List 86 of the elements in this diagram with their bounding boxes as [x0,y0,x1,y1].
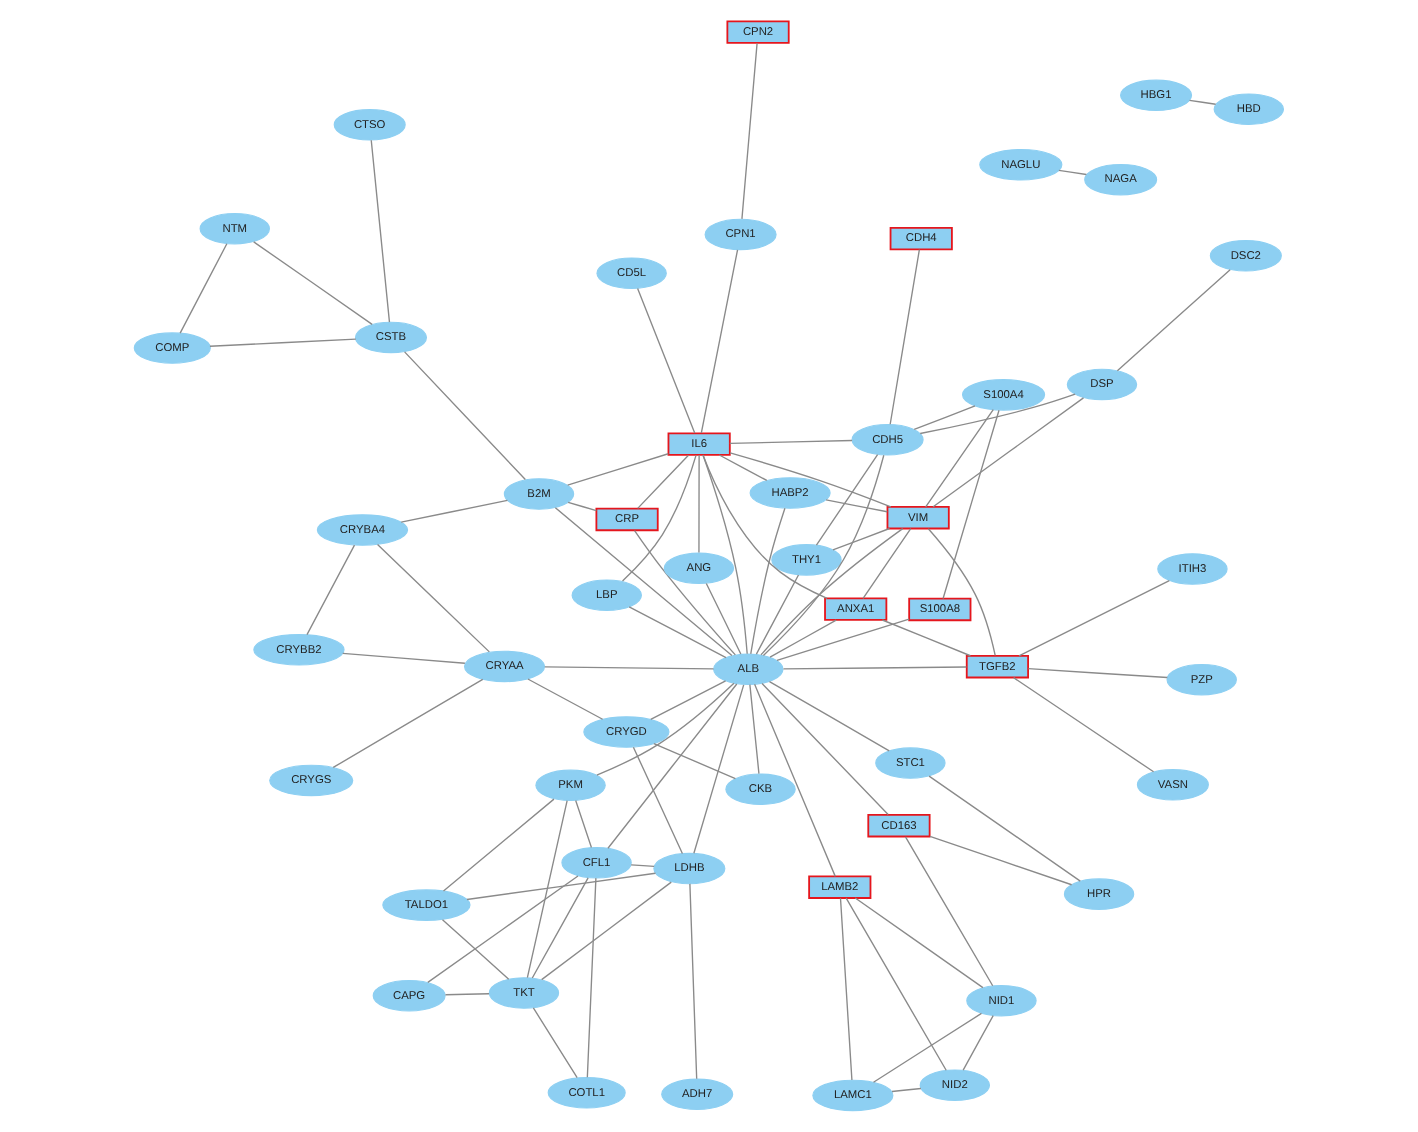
connector [586,877,597,1078]
connector [653,743,737,780]
connector [532,1007,578,1079]
connector [832,527,891,551]
connector [755,574,800,655]
connector [628,606,727,659]
connector [1018,579,1170,657]
connector [427,875,579,984]
connector [718,454,768,482]
connector [607,683,738,849]
connector [862,527,912,599]
connector [700,249,739,434]
connector [400,499,509,523]
connector [567,501,597,512]
connector [531,877,589,979]
connector [932,397,1085,508]
connector [444,993,490,996]
connector [845,897,947,1071]
connector [575,799,593,849]
connector [769,619,837,658]
connector [741,42,758,220]
connector [209,338,357,347]
connector [762,454,885,657]
connector [702,454,748,655]
connector [632,746,684,855]
connector [1116,269,1231,372]
connector [839,897,853,1081]
connector [693,684,745,854]
connector [927,528,996,657]
connector [825,499,888,513]
connector [750,507,786,655]
connector [306,544,356,636]
connector [962,1014,994,1071]
connector [650,680,727,721]
connector [919,393,1076,435]
connector [929,835,1073,886]
connector [872,1012,983,1083]
connector [925,409,994,508]
connector [768,680,890,752]
connector [636,287,696,434]
connector [442,798,555,892]
connector [554,507,733,657]
connector [776,618,910,661]
connector [621,454,697,582]
connector [376,543,490,653]
connector [370,139,391,323]
connector [749,683,760,775]
connector [403,351,527,481]
connector [904,836,994,987]
connector [566,453,669,486]
connector [815,453,879,546]
connector [527,678,604,720]
connector [541,881,672,981]
connector [889,249,921,425]
connector [466,872,657,901]
connector [698,454,700,554]
connector [544,666,715,670]
connector [342,652,466,664]
connector [441,918,510,980]
connector [729,439,853,445]
connector [637,454,690,510]
connector [630,864,655,868]
connector [1012,676,1155,773]
connector [1027,668,1168,679]
connector [753,683,836,878]
connector [526,799,568,979]
connector [913,405,976,431]
connector [928,775,1081,882]
connector [702,454,828,599]
connector [332,678,484,769]
connector [854,897,984,989]
connector [881,619,972,657]
connector [596,682,735,776]
connector [891,1087,922,1093]
connector [1058,169,1087,176]
connector [782,666,968,670]
connector [729,452,892,508]
connector [253,241,373,325]
connector [179,243,228,334]
connector [942,409,1000,600]
connector [705,582,742,655]
connector [761,682,889,816]
connector [633,529,736,656]
connector [1188,99,1217,105]
connector [689,883,698,1080]
connector [760,527,904,656]
